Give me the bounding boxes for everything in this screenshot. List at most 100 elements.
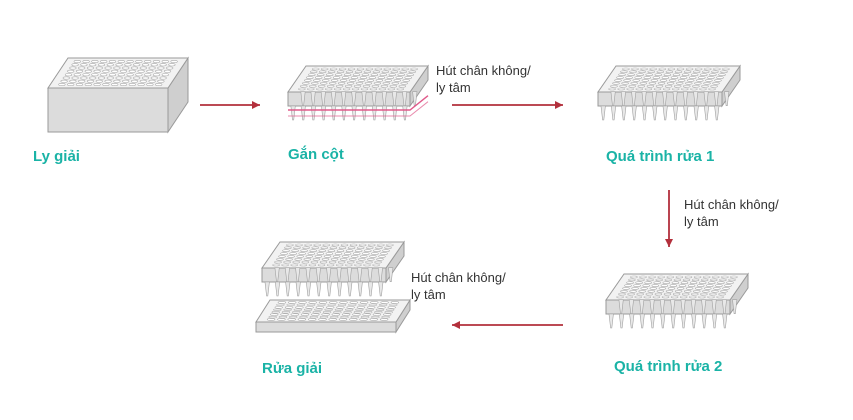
plate-well: [640, 67, 648, 71]
plate-well: [635, 87, 643, 91]
plate-tip: [300, 91, 306, 106]
plate-well: [709, 73, 717, 76]
plate-well: [296, 303, 306, 307]
plate-well: [302, 311, 311, 314]
plate-well: [313, 79, 321, 82]
plate-well: [676, 67, 685, 71]
plate-well: [614, 79, 622, 82]
plate-tip: [367, 281, 374, 297]
plate-tip: [371, 91, 377, 106]
plate-well: [290, 263, 298, 267]
plate-well: [362, 313, 371, 316]
plate-tip: [672, 91, 678, 106]
plate-well: [155, 69, 163, 73]
plate-well: [657, 82, 666, 85]
plate-well: [111, 69, 119, 73]
plate-well: [91, 59, 99, 63]
plate-well: [620, 289, 628, 293]
plate-well: [373, 249, 381, 252]
plate-well: [82, 59, 90, 63]
plate-well: [283, 260, 291, 264]
plate-well: [704, 67, 712, 71]
plate-tip: [690, 299, 696, 314]
plate-tip: [305, 281, 312, 297]
plate-well: [682, 278, 691, 282]
plate-well: [397, 73, 405, 76]
plate-tip: [683, 105, 689, 121]
plate-well: [703, 82, 711, 85]
plate-tip: [402, 105, 408, 121]
plate-tip: [315, 267, 321, 282]
plate-tip: [295, 281, 301, 297]
plate-well: [722, 67, 730, 71]
plate-tip: [402, 91, 408, 106]
plate-well: [694, 287, 703, 290]
plate-well: [268, 315, 277, 319]
plate-well: [126, 59, 134, 63]
plate-well: [665, 70, 674, 74]
plate-well: [340, 315, 349, 319]
plate-well: [621, 82, 629, 85]
plate-well: [704, 287, 712, 290]
plate-well: [95, 79, 103, 83]
plate-well: [375, 308, 385, 311]
plate-well: [321, 67, 329, 71]
plate-well: [392, 67, 400, 71]
plate-well: [694, 82, 702, 85]
plate-well: [643, 76, 651, 79]
plate-well: [115, 63, 123, 67]
plate-well: [645, 73, 653, 76]
note-line: ly tâm: [436, 80, 471, 95]
plate-well: [616, 295, 624, 299]
plate-tip: [274, 281, 281, 297]
plate-tip: [724, 91, 730, 106]
plate-well: [78, 79, 86, 83]
plate-well: [386, 308, 395, 311]
plate-tip: [412, 91, 418, 106]
plate-well: [277, 318, 286, 321]
plate-well: [710, 278, 718, 282]
plate-well: [378, 255, 386, 258]
plate-well: [642, 284, 650, 287]
plate-well: [644, 281, 652, 285]
plate-tip: [652, 105, 658, 121]
plate-well: [300, 249, 308, 252]
plate-well: [369, 87, 378, 91]
plate-well: [304, 79, 312, 82]
plate-well: [347, 246, 356, 250]
plate-well: [100, 73, 108, 77]
plate-well: [276, 257, 284, 261]
plate-front-face: [255, 321, 397, 333]
plate-well: [639, 82, 647, 85]
plate-well: [374, 260, 382, 264]
filter-plate-wash2-icon: [605, 272, 749, 329]
plate-tip: [608, 313, 614, 329]
plate-well: [683, 70, 692, 74]
plate-front-face: [605, 299, 731, 315]
plate-well: [716, 76, 724, 79]
plate-well: [75, 83, 84, 87]
step-label-binding: Gắn cột: [288, 146, 344, 163]
plate-tip: [600, 105, 606, 121]
plate-well: [338, 260, 346, 264]
plate-well: [276, 303, 285, 307]
plate-tip: [662, 91, 668, 106]
plate-well: [730, 275, 738, 279]
plate-well: [126, 73, 134, 77]
plate-well: [274, 260, 282, 264]
plate-well: [349, 318, 358, 321]
plate-well: [630, 82, 638, 85]
plate-well: [658, 67, 666, 71]
plate-tip: [631, 105, 637, 121]
plate-tip: [357, 267, 363, 282]
plate-well: [360, 87, 369, 91]
plate-tip: [672, 105, 679, 121]
plate-well: [139, 79, 147, 83]
plate-well: [665, 289, 674, 293]
plate-well: [690, 87, 698, 91]
plate-well: [374, 311, 383, 314]
plate-well: [71, 76, 79, 80]
plate-well: [378, 87, 387, 91]
plate-well: [404, 76, 412, 79]
plate-well: [663, 73, 672, 76]
